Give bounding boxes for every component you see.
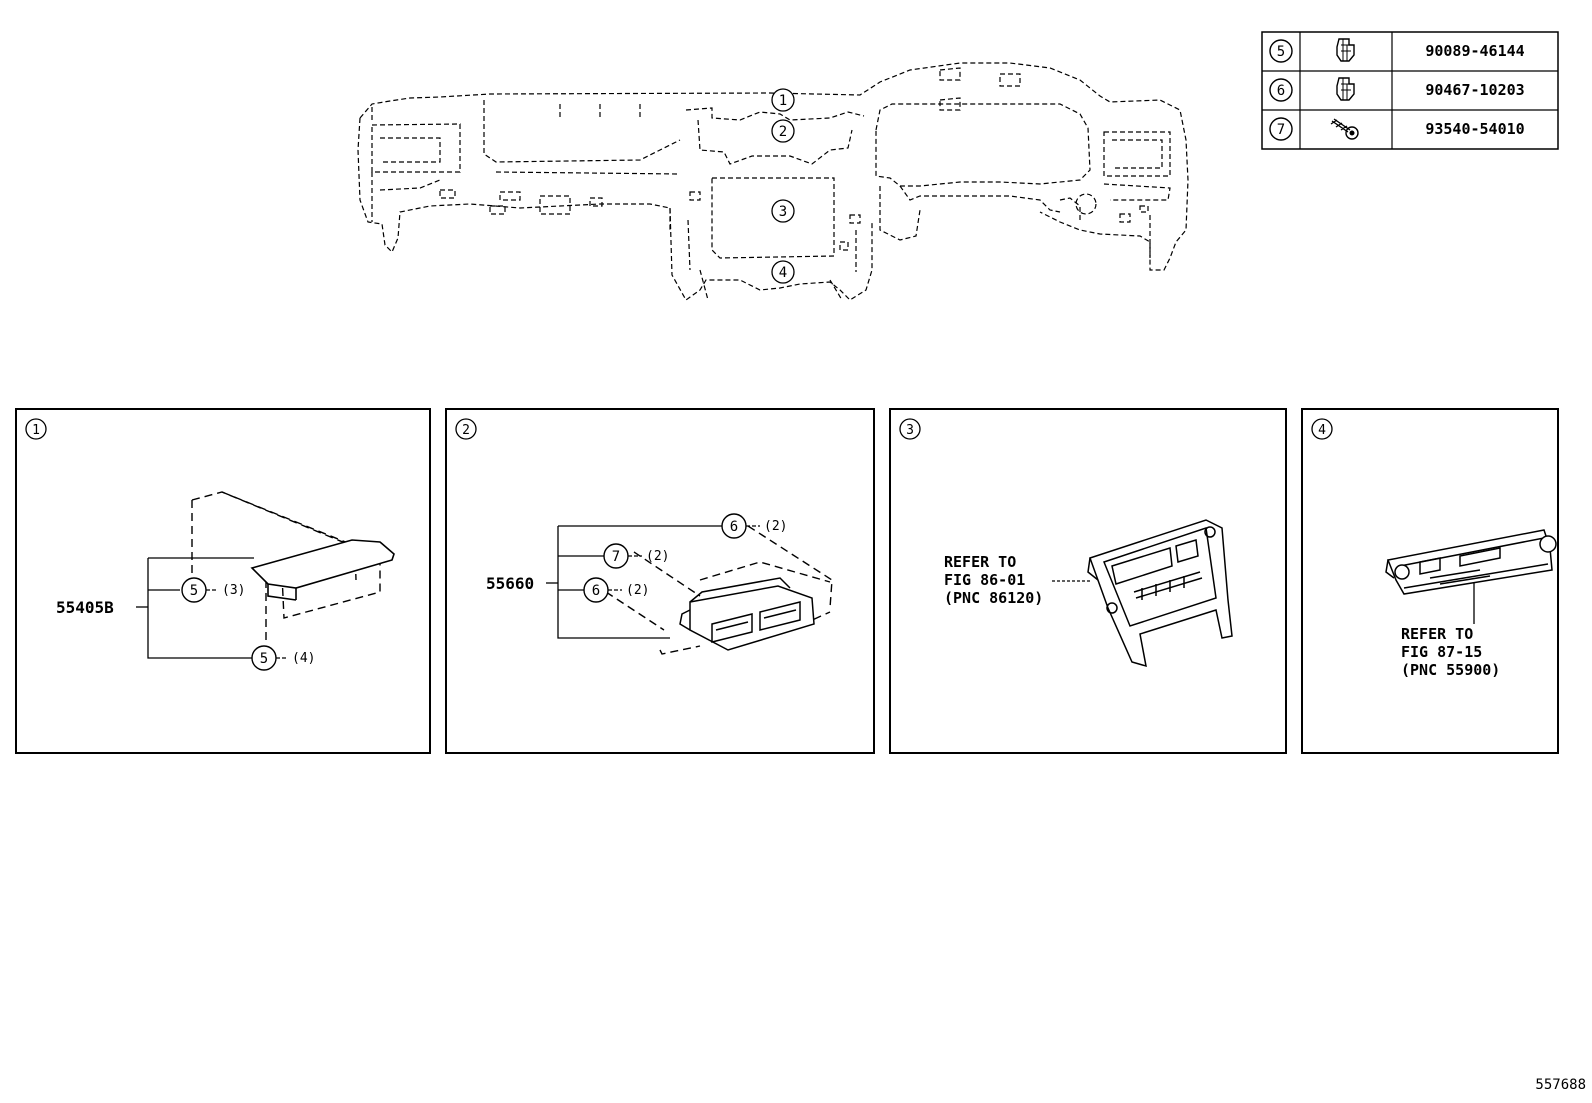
overview-callout[interactable]: 4 — [771, 260, 795, 284]
climate-control-part[interactable] — [1385, 529, 1557, 595]
callout-5-qty-4[interactable]: 5 (4) — [251, 645, 315, 671]
svg-text:1: 1 — [779, 93, 787, 109]
svg-text:4: 4 — [779, 265, 787, 281]
svg-text:5: 5 — [190, 583, 198, 599]
figure-id: 557688 — [1535, 1077, 1586, 1093]
refer-note: FIG 86-01 — [944, 571, 1025, 589]
callout-7-qty-2[interactable]: 7 (2) — [603, 543, 669, 569]
detail-panel-2: 2 55660 6 — [445, 408, 875, 754]
screw-icon — [1330, 118, 1359, 140]
legend-ref: 6 — [1277, 83, 1285, 99]
refer-note: (PNC 55900) — [1401, 661, 1500, 679]
panel-index: 3 — [906, 423, 914, 438]
legend-part-number: 90467-10203 — [1425, 81, 1524, 99]
legend-row[interactable]: 5 90089-46144 — [1269, 38, 1525, 63]
svg-text:3: 3 — [779, 204, 787, 220]
panel-index: 2 — [462, 423, 470, 438]
overview-callouts: 1 2 3 4 — [771, 88, 795, 284]
legend-row[interactable]: 7 93540-54010 — [1269, 117, 1525, 141]
overview-callout[interactable]: 1 — [771, 88, 795, 112]
svg-text:7: 7 — [612, 549, 620, 565]
refer-note: REFER TO — [1401, 625, 1473, 643]
overview-callout[interactable]: 3 — [771, 199, 795, 223]
detail-panel-3: 3 REFER TO FIG 86-01 (PNC 86120) — [889, 408, 1287, 754]
svg-text:(4): (4) — [292, 651, 315, 666]
svg-text:(3): (3) — [222, 583, 245, 598]
refer-note: REFER TO — [944, 553, 1016, 571]
part-code: 55405B — [56, 598, 114, 617]
legend-part-number: 90089-46144 — [1425, 42, 1524, 60]
clip-icon — [1336, 38, 1355, 62]
refer-note: (PNC 86120) — [944, 589, 1043, 607]
callout-6-qty-2[interactable]: 6 (2) — [721, 513, 787, 539]
clip-icon — [1336, 77, 1355, 101]
svg-text:(2): (2) — [646, 549, 669, 564]
callout-5-qty-3[interactable]: 5 (3) — [181, 577, 245, 603]
refer-note: FIG 87-15 — [1401, 643, 1482, 661]
panel-index: 1 — [32, 423, 40, 438]
legend-table: 5 90089-46144 6 90467-10203 7 — [1261, 31, 1559, 150]
svg-text:2: 2 — [779, 124, 787, 140]
dashboard-overview-drawing — [357, 62, 1189, 301]
svg-text:(2): (2) — [764, 519, 787, 534]
legend-ref: 7 — [1277, 122, 1285, 138]
svg-text:6: 6 — [730, 519, 738, 535]
detail-panel-4: 4 REFER TO FIG 87-15 (PNC 55900) — [1301, 408, 1559, 754]
svg-text:(2): (2) — [626, 583, 649, 598]
detail-panel-1: 1 55405B 5 (3) — [15, 408, 431, 754]
panel-index: 4 — [1318, 423, 1326, 438]
svg-text:5: 5 — [260, 651, 268, 667]
overview-callout[interactable]: 2 — [771, 119, 795, 143]
center-vent-part[interactable] — [679, 577, 815, 651]
console-panel-part[interactable] — [1087, 519, 1233, 668]
callout-6-qty-2[interactable]: 6 (2) — [583, 577, 649, 603]
part-code: 55660 — [486, 574, 534, 593]
legend-part-number: 93540-54010 — [1425, 120, 1524, 138]
svg-text:6: 6 — [592, 583, 600, 599]
legend-row[interactable]: 6 90467-10203 — [1269, 77, 1525, 102]
legend-ref: 5 — [1277, 44, 1285, 60]
upper-trim-panel[interactable] — [250, 539, 395, 601]
